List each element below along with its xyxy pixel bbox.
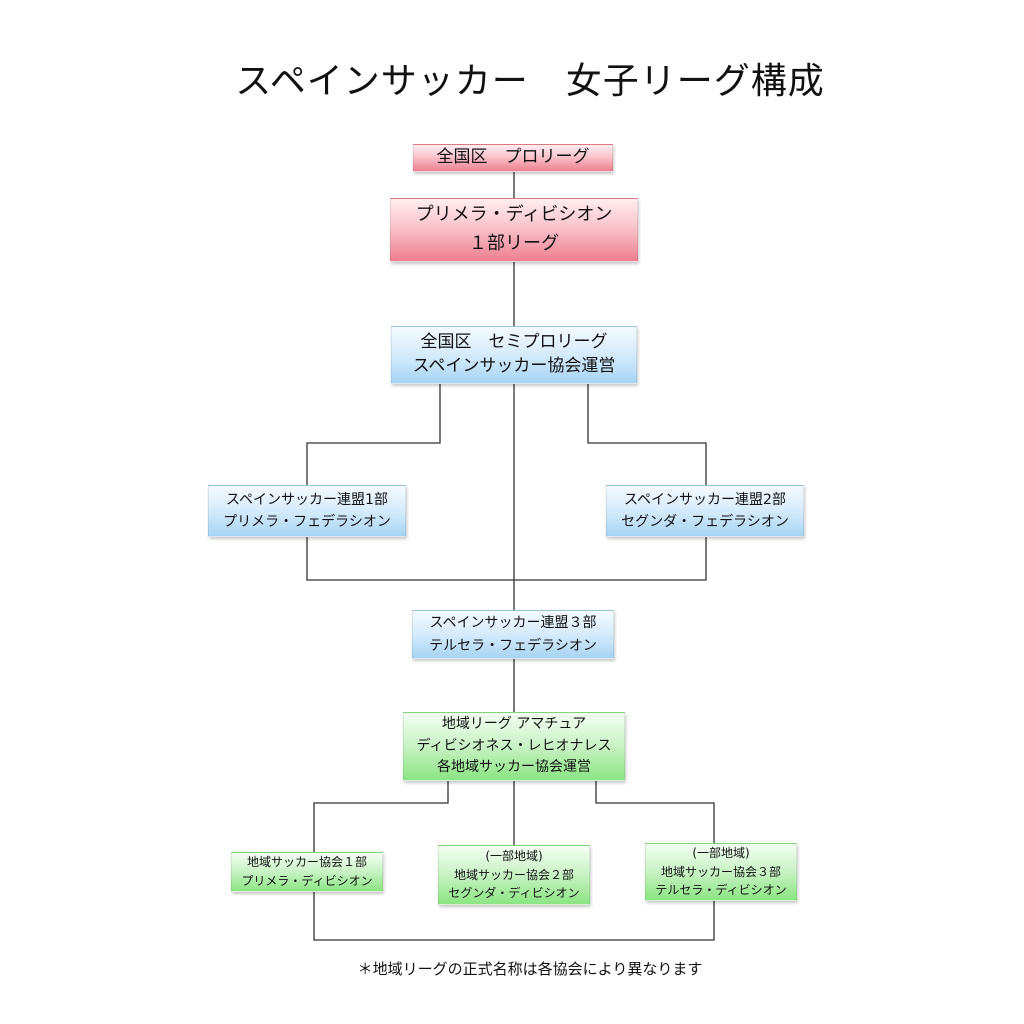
box-regional-amateur: 地域リーグ アマチュア ディビシオネス・レヒオナレス 各地域サッカー協会運営 [403,712,625,781]
box-line: １部リーグ [469,233,559,254]
box-primera-division: プリメラ・ディビシオン １部リーグ [390,198,638,262]
connector-reg1-reg3-merge [313,892,715,941]
box-line: 地域サッカー協会３部 [660,864,781,879]
box-line: (一部地域) [485,849,543,864]
box-line: テルセラ・フェデラシオン [429,637,597,654]
connector-semipro-fed2 [587,384,707,485]
box-line: 各地域サッカー協会運営 [437,759,591,776]
box-line: スペインサッカー連盟2部 [624,491,786,508]
box-line: 全国区 プロリーグ [436,147,590,168]
box-line: 地域リーグ アマチュア [441,715,587,732]
box-line: セグンダ・フェデラシオン [621,514,789,530]
box-line: 全国区 セミプロリーグ [420,332,608,353]
box-line: プリメラ・ディビシオン [415,204,613,226]
box-line: プリメラ・ディビシオン [241,874,373,888]
box-line: プリメラ・フェデラシオン [223,514,391,530]
box-line: スペインサッカー協会運営 [412,356,616,376]
box-federation-1: スペインサッカー連盟1部 プリメラ・フェデラシオン [208,485,406,537]
box-line: 地域サッカー協会１部 [246,855,367,870]
box-line: スペインサッカー連盟３部 [429,615,597,632]
connector-semipro-fed1 [306,384,441,485]
box-national-semipro-league: 全国区 セミプロリーグ スペインサッカー協会運営 [391,326,637,384]
box-line: 地域サッカー協会２部 [453,867,574,882]
footnote: ＊地域リーグの正式名称は各協会により異なります [357,960,703,978]
box-regional-1: 地域サッカー協会１部 プリメラ・ディビシオン [231,852,383,892]
box-line: セグンダ・ディビシオン [448,886,580,901]
connector-regional-reg3 [595,781,715,843]
box-federation-3: スペインサッカー連盟３部 テルセラ・フェデラシオン [412,610,614,659]
connector-regional-reg1 [313,781,449,852]
diagram-title: スペインサッカー 女子リーグ構成 [235,61,825,102]
box-federation-2: スペインサッカー連盟2部 セグンダ・フェデラシオン [606,485,804,537]
box-line: テルセラ・ディビシオン [655,883,787,898]
box-line: ディビシオネス・レヒオナレス [416,737,612,754]
box-regional-3: (一部地域) 地域サッカー協会３部 テルセラ・ディビシオン [645,843,797,901]
box-national-pro-league: 全国区 プロリーグ [413,144,613,172]
connector-fed1-fed2-merge [306,537,707,581]
box-line: (一部地域) [692,846,750,861]
box-regional-2: (一部地域) 地域サッカー協会２部 セグンダ・ディビシオン [438,845,590,905]
box-line: スペインサッカー連盟1部 [226,491,388,508]
